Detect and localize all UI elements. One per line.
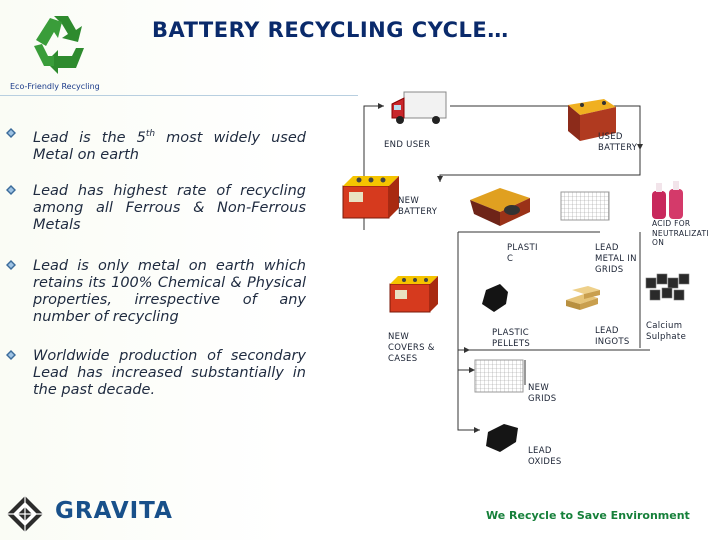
bullet-text: Lead is only metal on earth which retain… (33, 258, 306, 325)
diamond-bullet-icon (6, 260, 16, 270)
bullet-item: Lead is the 5th most widely used Metal o… (6, 126, 306, 164)
label-lead-metal: LEAD METAL IN GRIDS (595, 243, 637, 275)
bullet-item: Lead is only metal on earth which retain… (6, 258, 306, 326)
lead-oxides-icon (486, 424, 518, 452)
used-battery-icon (568, 99, 616, 141)
calcium-sulphate-cubes-icon (645, 273, 690, 301)
acid-bottles-icon (652, 181, 683, 219)
label-new-battery: NEW BATTERY (398, 196, 438, 217)
label-new-grids: NEW GRIDS (528, 383, 557, 404)
grid-plate-icon (474, 359, 524, 393)
label-end-user: END USER (384, 140, 431, 150)
label-lead-ingots: LEAD INGOTS (595, 326, 630, 347)
label-plastic-pellets: PLASTIC PELLETS (492, 328, 531, 349)
bullet-item: Worldwide production of secondary Lead h… (6, 348, 306, 399)
label-lead-oxides: LEAD OXIDES (528, 446, 562, 467)
broken-battery-icon (470, 188, 530, 226)
lead-ingots-icon (566, 286, 600, 310)
brand-name: GRAVITA (55, 498, 173, 524)
truck-icon (391, 91, 447, 124)
diamond-bullet-icon (6, 128, 16, 138)
divider (0, 95, 358, 96)
bullet-text: most widely used Metal on earth (33, 129, 306, 163)
grid-plate-icon (560, 191, 610, 221)
tagline: Eco-Friendly Recycling (10, 82, 100, 91)
label-used-battery: USED BATTERY (598, 132, 638, 153)
diamond-bullet-icon (6, 350, 16, 360)
plastic-chips-icon (482, 284, 508, 312)
diamond-bullet-icon (6, 185, 16, 195)
new-battery-icon (389, 276, 438, 313)
label-plastic: PLASTI C (507, 243, 538, 264)
flow-arrows (363, 103, 650, 433)
new-battery-icon (342, 176, 399, 219)
slogan: We Recycle to Save Environment (486, 509, 690, 522)
bullet-text: Worldwide production of secondary Lead h… (33, 348, 306, 398)
label-new-covers: NEW COVERS & CASES (388, 332, 435, 364)
bullet-superscript: th (145, 129, 156, 139)
page-title: BATTERY RECYCLING CYCLE… (152, 18, 509, 42)
bullet-item: Lead has highest rate of recycling among… (6, 183, 306, 234)
label-calcium-sulphate: Calcium Sulphate (646, 321, 687, 342)
label-acid: ACID FOR NEUTRALIZATI ON (652, 219, 709, 247)
bullet-text: Lead is the 5 (33, 129, 146, 146)
bullet-text: Lead has highest rate of recycling among… (33, 183, 306, 233)
